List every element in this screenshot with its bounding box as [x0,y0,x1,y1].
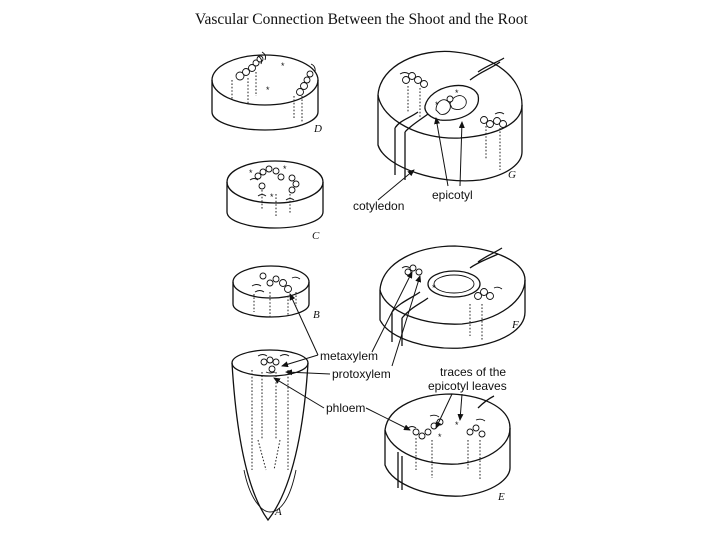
svg-text:*: * [435,100,439,110]
panel-label-g: G [508,169,516,181]
vascular-bundle-d-left [231,51,267,104]
label-phloem: phloem [326,401,365,415]
section-d: * * D [211,51,322,135]
section-g: * * G [377,50,523,182]
section-c: * * * C [226,160,324,242]
vascular-ring-c [249,165,300,216]
svg-text:*: * [281,61,285,71]
vascular-bundle-g-left [399,72,428,118]
svg-text:*: * [266,85,270,95]
vascular-bundle-d-right [293,63,316,122]
label-cotyledon: cotyledon [353,199,404,213]
label-protoxylem: protoxylem [332,367,391,381]
section-e: * * E [384,393,511,503]
label-traces-line2: epicotyl leaves [428,379,507,393]
epicotyl-bud-g: * * [435,88,467,115]
label-traces-line1: traces of the [440,365,506,379]
vascular-bundle-g-right [480,112,507,170]
svg-text:*: * [455,420,459,430]
panel-label-b: B [313,309,320,321]
svg-text:*: * [438,432,442,442]
label-epicotyl: epicotyl [432,188,473,202]
svg-text:*: * [249,168,253,178]
section-b: B [232,265,320,321]
svg-text:*: * [432,283,436,293]
panel-label-d: D [313,123,322,135]
svg-text:*: * [455,88,459,98]
panel-label-a: A [274,506,282,518]
vascular-bundle-f-left [401,264,423,276]
vascular-bundle-b [251,272,301,318]
svg-text:*: * [283,164,287,174]
vascular-bundle-a [257,354,290,374]
section-f: * F [379,245,526,349]
section-a-root-tip: A [231,349,309,522]
panel-label-e: E [497,491,505,503]
figure-title: Vascular Connection Between the Shoot an… [195,11,528,28]
vascular-bundle-f-right [469,286,503,340]
vascular-ring-e [407,414,486,480]
panel-label-f: F [511,319,519,331]
panel-label-c: C [312,230,320,242]
label-metaxylem: metaxylem [320,349,378,363]
svg-text:*: * [270,192,274,202]
